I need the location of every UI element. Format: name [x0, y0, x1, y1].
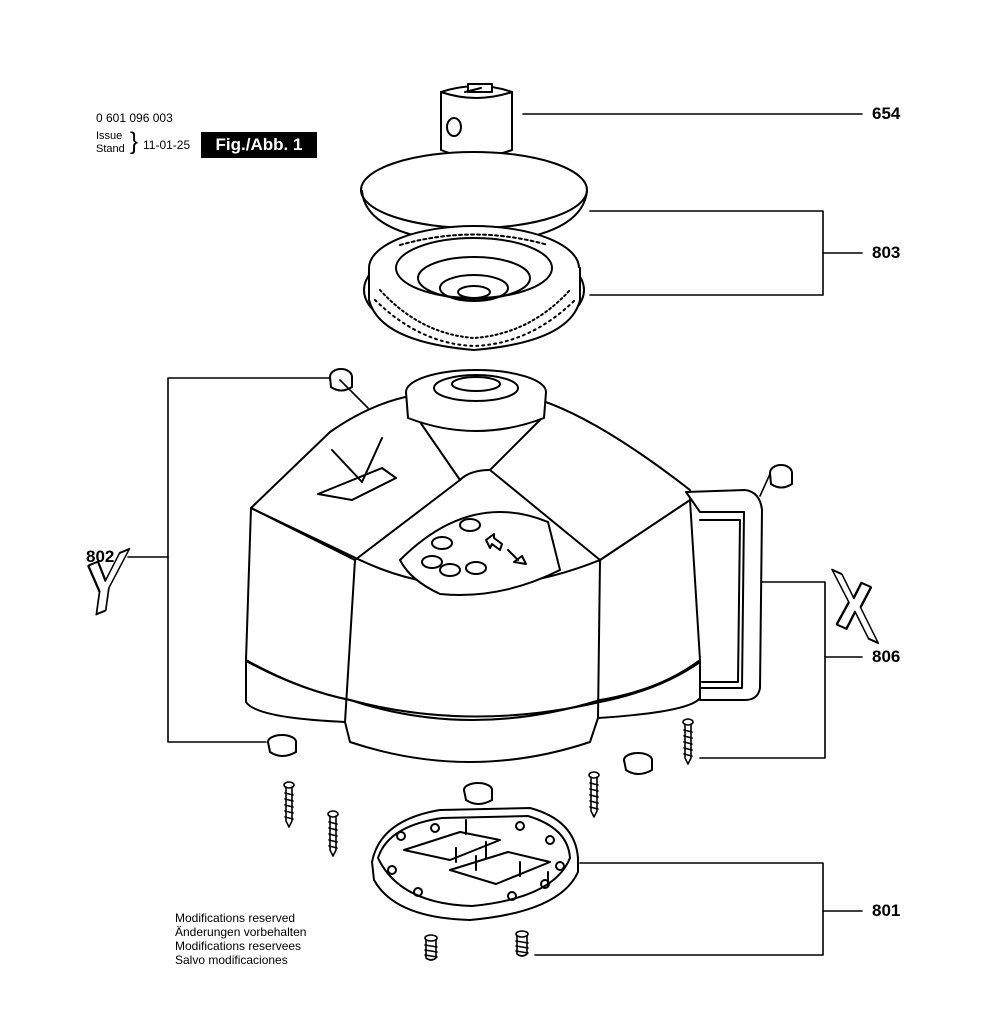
part-number: 0 601 096 003 — [96, 111, 173, 125]
leader-lines — [127, 113, 863, 956]
axis-label-x: X — [829, 553, 881, 661]
callout-803: 803 — [872, 243, 901, 262]
note-line: Modifications reservees — [175, 939, 302, 953]
part-806-housing: . — [245, 369, 763, 763]
brace-glyph: } — [130, 128, 139, 155]
callout-802: 802 — [86, 547, 115, 566]
part-801-base-plate — [371, 807, 579, 921]
part-803-ring-and-lens — [360, 151, 588, 351]
note-line: Salvo modificaciones — [175, 953, 288, 967]
stand-label: Stand — [96, 143, 125, 155]
note-line: Änderungen vorbehalten — [175, 925, 307, 939]
part-802-caps — [267, 368, 793, 805]
callout-806: 806 — [872, 647, 901, 666]
callout-654: 654 — [872, 104, 901, 123]
issue-label: Issue — [96, 130, 123, 142]
figure-label: Fig./Abb. 1 — [201, 132, 317, 158]
modification-notes: Modifications reserved Änderungen vorbeh… — [175, 911, 306, 967]
callout-801: 801 — [872, 901, 901, 920]
issue-stand-labels: Issue Stand — [96, 130, 125, 156]
note-line: Modifications reserved — [175, 911, 296, 925]
screws — [283, 718, 694, 961]
part-654-rotor-head — [440, 83, 513, 158]
issue-date: 11-01-25 — [143, 138, 191, 152]
